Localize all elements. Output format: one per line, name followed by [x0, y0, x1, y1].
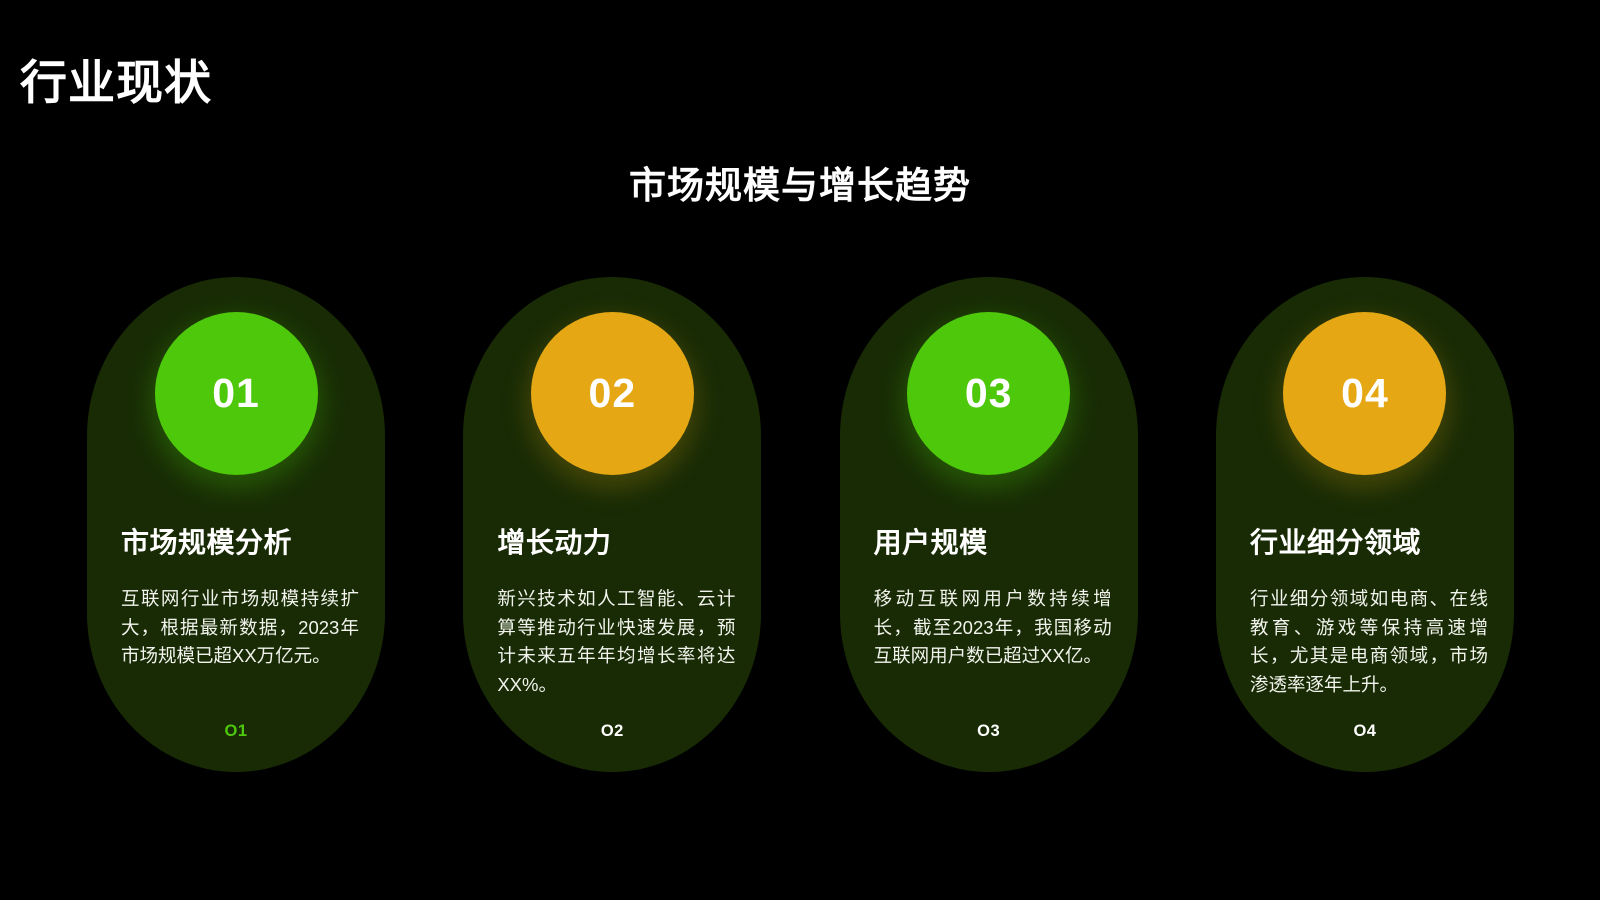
card-04-badge-wrap: 04	[1216, 312, 1514, 477]
card-03-title: 用户规模	[873, 527, 988, 558]
card-01-footer-label: O1	[224, 722, 248, 740]
card-03-badge-wrap: 03	[840, 312, 1138, 477]
card-04[interactable]: 04 行业细分领域 行业细分领域如电商、在线教育、游戏等保持高速增长，尤其是电商…	[1215, 277, 1514, 772]
card-01-badge-wrap: 01	[87, 312, 385, 477]
card-03-footer-label: O3	[977, 722, 1001, 740]
card-02-title: 增长动力	[497, 527, 612, 558]
card-02-badge-wrap: 02	[463, 312, 761, 477]
card-03-body: 移动互联网用户数持续增长，截至2023年，我国移动互联网用户数已超过XX亿。	[873, 588, 1112, 667]
card-02-footer-label: O2	[600, 722, 624, 740]
card-02-body: 新兴技术如人工智能、云计算等推动行业快速发展，预计未来五年年均增长率将达XX%。	[497, 588, 736, 696]
cards-row: 01 市场规模分析 互联网行业市场规模持续扩大，根据最新数据，2023年市场规模…	[87, 277, 1514, 772]
card-01-number-badge: 01	[154, 312, 318, 475]
card-04-footer-label: O4	[1353, 722, 1377, 740]
card-04-body: 行业细分领域如电商、在线教育、游戏等保持高速增长，尤其是电商领域，市场渗透率逐年…	[1249, 588, 1488, 696]
card-02-number-badge: 02	[530, 312, 694, 475]
card-03[interactable]: 03 用户规模 移动互联网用户数持续增长，截至2023年，我国移动互联网用户数已…	[839, 277, 1138, 772]
section-subtitle: 市场规模与增长趋势	[629, 165, 971, 206]
card-03-number-badge: 03	[907, 312, 1071, 475]
card-01-title: 市场规模分析	[121, 527, 293, 558]
page-title: 行业现状	[20, 56, 212, 109]
card-01-body: 互联网行业市场规模持续扩大，根据最新数据，2023年市场规模已超XX万亿元。	[121, 588, 359, 667]
card-01[interactable]: 01 市场规模分析 互联网行业市场规模持续扩大，根据最新数据，2023年市场规模…	[87, 277, 385, 772]
card-04-title: 行业细分领域	[1249, 527, 1421, 558]
card-04-number-badge: 04	[1283, 312, 1447, 475]
card-02[interactable]: 02 增长动力 新兴技术如人工智能、云计算等推动行业快速发展，预计未来五年年均增…	[463, 277, 762, 772]
